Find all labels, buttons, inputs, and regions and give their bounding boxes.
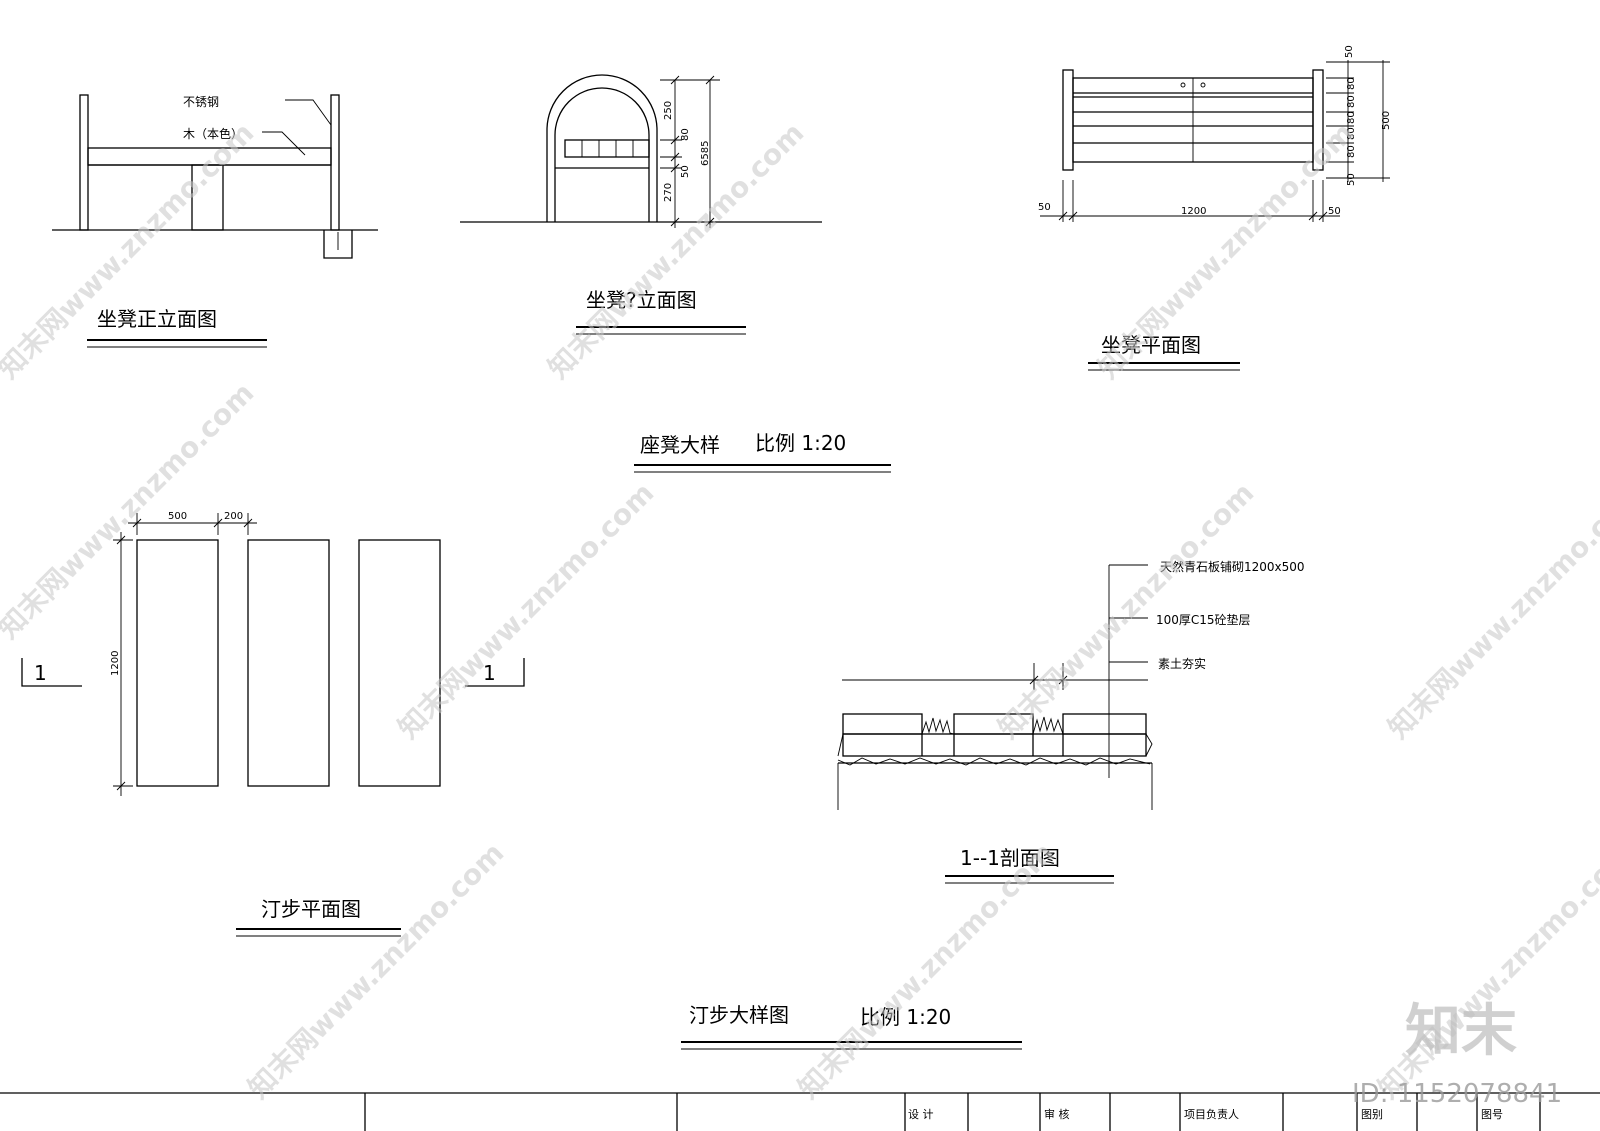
stone-slab-1 <box>136 539 219 787</box>
plan-dim-r-6: 50 <box>1346 173 1357 186</box>
bench-detail-title: 座凳大样 <box>640 433 720 457</box>
plan-dim-r-3: 80 <box>1346 111 1357 124</box>
note-wood: 木（本色） <box>183 127 243 141</box>
layer-stone: 天然青石板铺砌1200x500 <box>1160 559 1305 574</box>
step-dim-500: 500 <box>168 511 187 522</box>
watermark-text: 知末网www.znzmo.com <box>1372 836 1600 1105</box>
watermark-id: ID: 1152078841 <box>1352 1079 1562 1109</box>
bench-front-elevation: 不锈钢 木（本色） 坐凳正立面图 <box>52 94 378 348</box>
stepping-section: 天然青石板铺砌1200x500 100厚C15砼垫层 素土夯实 1--1剖面图 <box>837 559 1305 884</box>
watermark-text: 知末网www.znzmo.com <box>0 376 260 645</box>
tb-drawing-no: 图号 <box>1481 1108 1503 1121</box>
stepping-detail-caption: 汀步大样图 比例 1:20 <box>681 1003 1022 1050</box>
watermark-text: 知末网www.znzmo.com <box>1382 476 1600 745</box>
step-dim-1200: 1200 <box>110 651 121 676</box>
section-mark-right: 1 <box>483 661 496 685</box>
tb-design: 设 计 <box>908 1108 934 1121</box>
note-stainless-steel: 不锈钢 <box>183 95 219 109</box>
watermark-logo: 知末 <box>1405 999 1517 1064</box>
watermark-text: 知末网www.znzmo.com <box>242 836 511 1105</box>
step-dim-200: 200 <box>224 511 243 522</box>
side-dim-250: 250 <box>663 101 674 120</box>
watermark-text: 知末网www.znzmo.com <box>1092 116 1361 385</box>
bench-plan: 50 80 80 80 80 80 50 500 50 1200 50 坐凳平面… <box>1038 45 1392 371</box>
watermark-text: 知末网www.znzmo.com <box>0 116 260 385</box>
bench-side-elevation: 250 80 50 270 6585 坐凳?立面图 <box>460 74 822 335</box>
bench-detail-scale: 比例 1:20 <box>755 431 846 455</box>
plan-dim-r-1: 80 <box>1346 77 1357 90</box>
watermark-text: 知末网www.znzmo.com <box>792 836 1061 1105</box>
stepping-plan-title: 汀步平面图 <box>261 897 361 921</box>
plan-dim-r-total: 500 <box>1381 111 1392 130</box>
bench-detail-caption: 座凳大样 比例 1:20 <box>634 431 891 473</box>
tb-review: 审 核 <box>1044 1107 1070 1121</box>
side-dim-total: 6585 <box>700 141 711 166</box>
layer-soil: 素土夯实 <box>1158 656 1206 671</box>
watermark-text: 知末网www.znzmo.com <box>992 476 1261 745</box>
plan-dim-b-2: 50 <box>1328 206 1341 217</box>
watermark-layer: 知末网www.znzmo.com 知末网www.znzmo.com 知末网www… <box>0 116 1600 1109</box>
bench-plan-title: 坐凳平面图 <box>1101 333 1201 357</box>
plan-dim-b-0: 50 <box>1038 202 1051 213</box>
stone-slab-2 <box>247 539 330 787</box>
tb-project-lead: 项目负责人 <box>1184 1107 1239 1121</box>
side-dim-80: 80 <box>680 128 691 141</box>
watermark-text: 知末网www.znzmo.com <box>392 476 661 745</box>
section-title: 1--1剖面图 <box>960 846 1060 870</box>
stone-slab-3 <box>358 539 441 787</box>
stepping-detail-scale: 比例 1:20 <box>860 1005 951 1029</box>
side-dim-50: 50 <box>680 165 691 178</box>
plan-dim-b-1: 1200 <box>1181 206 1206 217</box>
plan-dim-r-2: 80 <box>1346 95 1357 108</box>
plan-dim-r-4: 80 <box>1346 127 1357 140</box>
side-dim-270: 270 <box>663 183 674 202</box>
tb-drawing-type: 图别 <box>1361 1108 1383 1121</box>
stepping-plan: 500 200 1200 1 1 汀步平面图 <box>21 511 525 937</box>
bench-side-title: 坐凳?立面图 <box>586 288 697 312</box>
plan-dim-r-5: 80 <box>1346 145 1357 158</box>
title-block: 设 计 审 核 项目负责人 图别 图号 <box>0 1092 1600 1131</box>
stepping-detail-title: 汀步大样图 <box>689 1003 789 1027</box>
bench-front-title: 坐凳正立面图 <box>97 307 217 331</box>
section-mark-left: 1 <box>34 661 47 685</box>
layer-concrete: 100厚C15砼垫层 <box>1156 612 1251 627</box>
plan-dim-r-0: 50 <box>1344 45 1355 58</box>
